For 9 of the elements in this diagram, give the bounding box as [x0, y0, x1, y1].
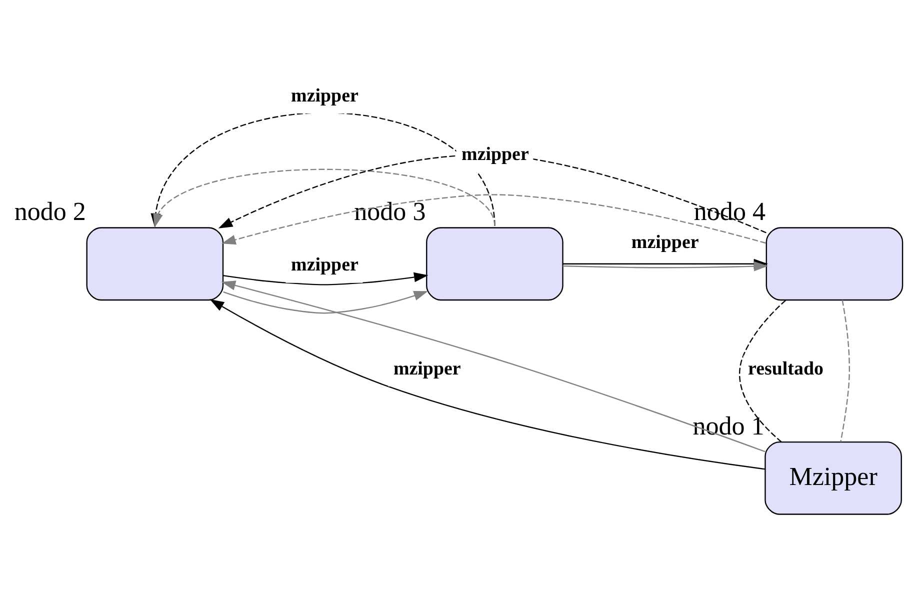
- node-label: nodo 2: [14, 197, 86, 226]
- edge-label: mzipper: [291, 85, 358, 106]
- edge-label: resultado: [748, 358, 824, 380]
- node-label: nodo 1: [692, 411, 764, 440]
- edge-label: mzipper: [291, 254, 358, 276]
- edge-label: mzipper: [631, 232, 699, 254]
- edge-label: mzipper: [462, 144, 529, 166]
- edge-label: mzipper: [393, 358, 461, 380]
- node-label: nodo 3: [354, 197, 426, 226]
